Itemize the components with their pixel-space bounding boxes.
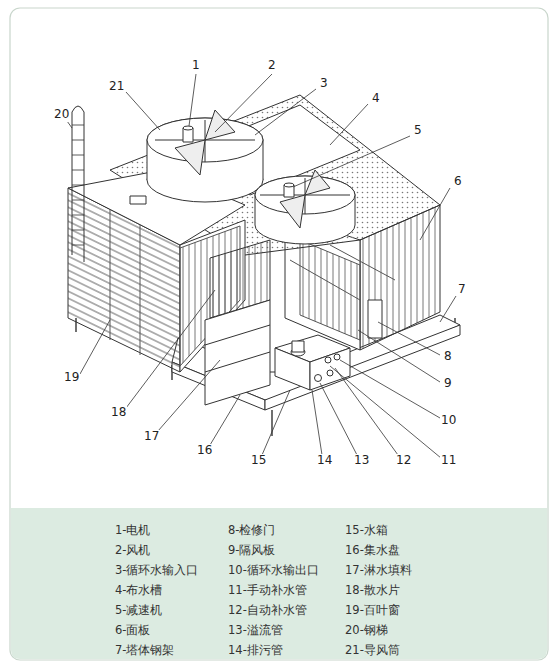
legend-cell: 8-检修门 [228, 524, 275, 537]
callout-number: 17 [143, 430, 160, 444]
callout-number: 8 [443, 350, 453, 364]
tower [68, 95, 460, 436]
legend-cell: 18-散水片 [345, 584, 400, 597]
legend-cell: 13-溢流管 [228, 624, 283, 637]
legend-panel [11, 508, 547, 659]
callout-number: 16 [196, 444, 213, 458]
callout-number: 10 [440, 414, 457, 428]
callout-number: 5 [413, 124, 423, 138]
callout-number: 9 [443, 377, 453, 391]
legend-cell: 20-钢梯 [345, 624, 388, 637]
leader-lines [67, 74, 456, 458]
callout-number: 4 [371, 92, 381, 106]
frame [10, 8, 548, 660]
legend-cell: 12-自动补水管 [228, 604, 307, 617]
callout-number: 15 [250, 454, 267, 468]
legend-cell: 16-集水盘 [345, 544, 400, 557]
callout-number: 12 [395, 454, 412, 468]
legend-cell: 2-风机 [115, 544, 150, 557]
legend-cell: 21-导风筒 [345, 644, 400, 657]
callout-number: 18 [110, 406, 127, 420]
callout-number: 11 [440, 454, 457, 468]
legend-cell: 3-循环水输入口 [115, 564, 198, 577]
legend-cell: 9-隔风板 [228, 544, 275, 557]
legend-cell: 7-塔体钢架 [115, 644, 174, 657]
legend-cell: 5-减速机 [115, 604, 162, 617]
callout-number: 19 [63, 371, 80, 385]
callout-number: 7 [457, 283, 467, 297]
callout-number: 21 [108, 80, 125, 94]
legend-cell: 10-循环水输出口 [228, 564, 319, 577]
callout-number: 20 [53, 108, 70, 122]
legend-cell: 6-面板 [115, 624, 150, 637]
callout-number: 2 [267, 59, 277, 73]
legend-cell: 15-水箱 [345, 524, 388, 537]
callout-number: 14 [316, 454, 333, 468]
legend-cell: 1-电机 [115, 524, 150, 537]
legend-cell: 11-手动补水管 [228, 584, 307, 597]
legend-cell: 19-百叶窗 [345, 604, 400, 617]
callout-number: 1 [191, 59, 201, 73]
legend-cell: 4-布水槽 [115, 584, 162, 597]
callout-number: 3 [319, 77, 329, 91]
callout-number: 6 [453, 175, 463, 189]
legend-cell: 14-排污管 [228, 644, 283, 657]
callout-number: 13 [353, 454, 370, 468]
legend-cell: 17-淋水填料 [345, 564, 412, 577]
